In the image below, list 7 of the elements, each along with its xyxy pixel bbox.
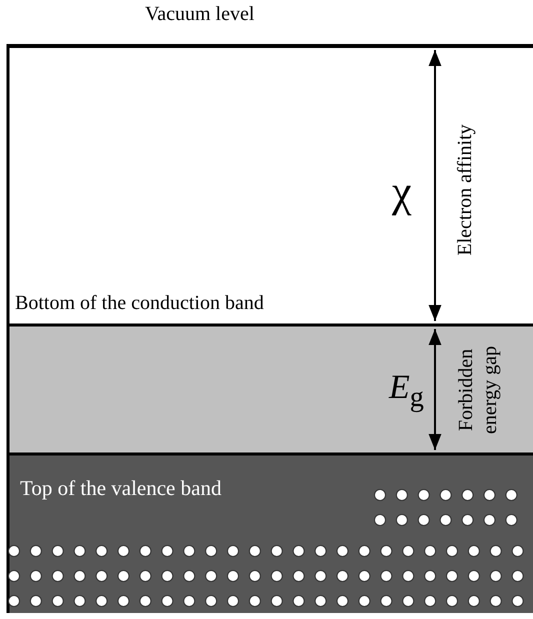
quantity-label: Electron affinity	[455, 124, 475, 256]
level-label: Bottom of the conduction band	[15, 293, 264, 313]
level-label: Top of the valence band	[20, 478, 222, 499]
quantity-label: Forbidden energy gap	[454, 345, 502, 435]
symbol-label: E$_{g}$	[389, 371, 424, 412]
level-label: Vacuum level	[145, 4, 254, 24]
symbol-label: χ	[392, 170, 412, 214]
